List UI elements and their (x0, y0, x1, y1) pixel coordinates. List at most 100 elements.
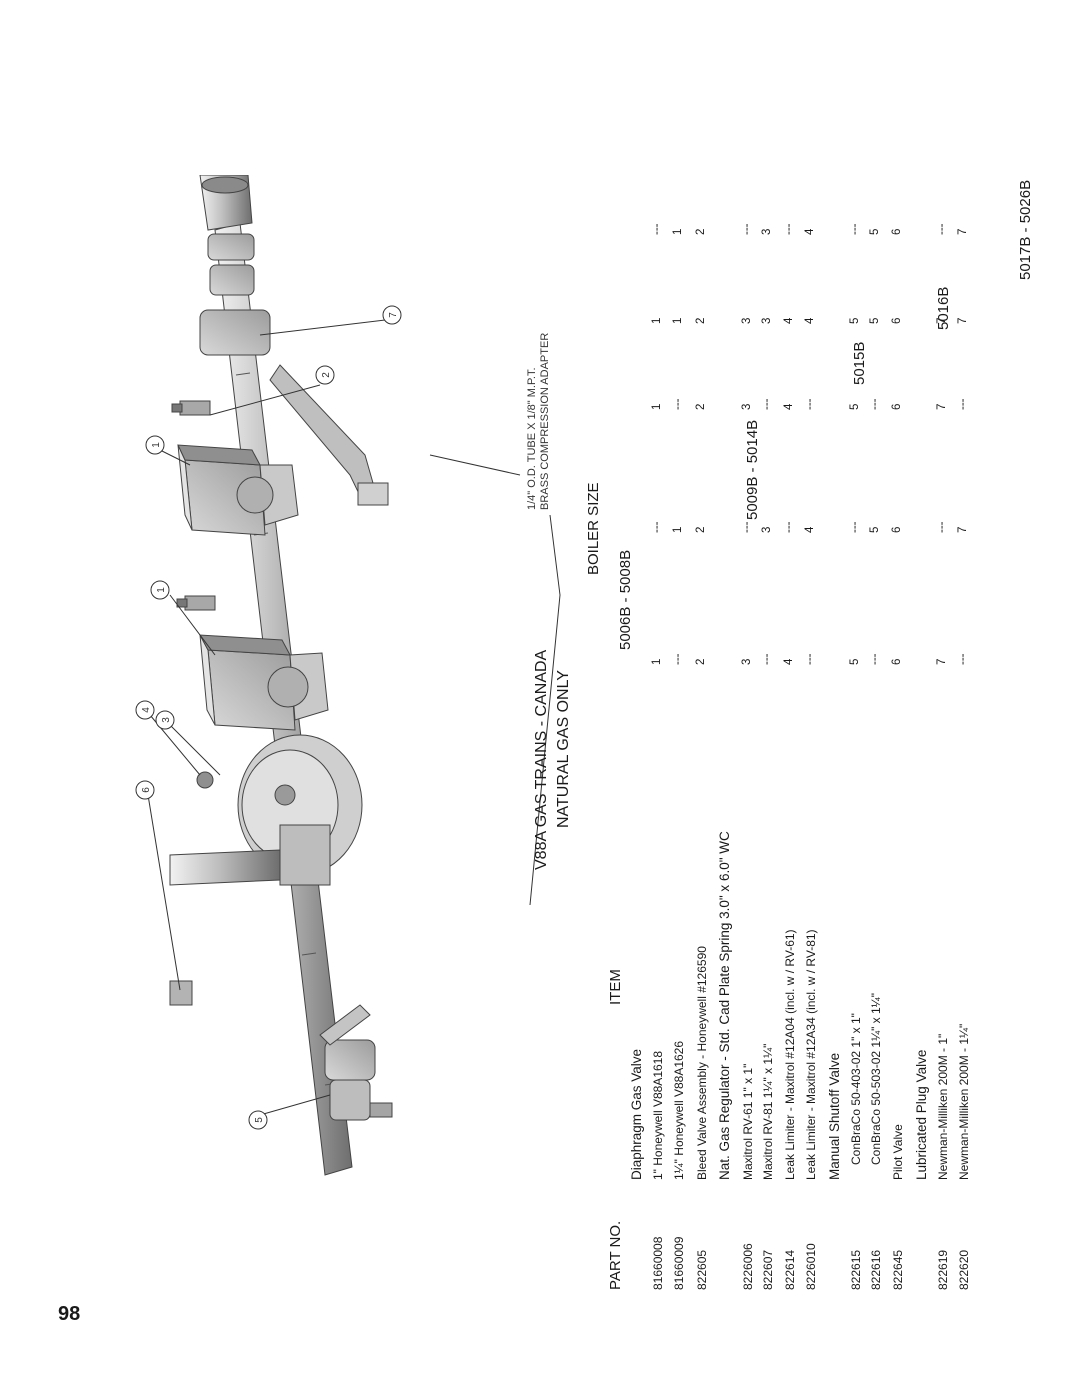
rotated-page-content: 1/4" O.D. TUBE X 1/8" M.P.T. BRASS COMPR… (70, 110, 1034, 1290)
union-fitting (207, 233, 255, 296)
cell-value: --- (804, 653, 816, 666)
cell-value: 5 (849, 403, 861, 410)
title-line-2: NATURAL GAS ONLY (555, 670, 572, 828)
cell-value: --- (849, 521, 861, 534)
cell-value: 1 (672, 317, 684, 324)
gas-valve-lower (199, 634, 329, 731)
cell-value: --- (672, 398, 684, 411)
cell-value: 4 (804, 228, 816, 235)
item-description: Newman-Milliken 200M - 1¼" (957, 1023, 971, 1180)
cell-value: --- (869, 398, 881, 411)
part-number: 8226010 (804, 1243, 818, 1290)
cell-value: --- (783, 223, 795, 236)
cell-value: 1 (651, 317, 663, 324)
inlet-nipple (199, 175, 253, 231)
column-header-1: 5006B - 5008B (617, 549, 634, 650)
item-description: Maxitrol RV-81 1¼" x 1¼" (761, 1043, 775, 1180)
part-number: 822614 (783, 1249, 797, 1290)
cell-value: 7 (936, 317, 948, 324)
cell-value: 3 (741, 658, 753, 665)
callout-3: 3 (161, 717, 172, 723)
item-description: 1" Honeywell V88A1618 (651, 1050, 665, 1180)
cell-value: --- (672, 653, 684, 666)
part-number: 8226006 (741, 1243, 755, 1290)
cell-value: 3 (761, 526, 773, 533)
header-item: ITEM (607, 969, 624, 1005)
cell-value: 4 (804, 317, 816, 324)
callouts (147, 319, 561, 1116)
cell-value: 7 (957, 526, 969, 533)
cell-value: 1 (651, 658, 663, 665)
callout-5: 5 (254, 1117, 265, 1123)
callout-4: 4 (141, 707, 152, 713)
item-description: ConBraCo 50-503-02 1¼" x 1¼" (869, 993, 883, 1165)
cell-value: --- (651, 223, 663, 236)
title-line-1: V88A GAS TRAINS - CANADA (533, 649, 550, 870)
part-number: 822607 (761, 1249, 775, 1290)
cell-value: --- (783, 521, 795, 534)
cell-value: 7 (936, 658, 948, 665)
cell-value: 3 (741, 403, 753, 410)
part-number: 81660009 (672, 1236, 686, 1290)
cell-value: 7 (957, 228, 969, 235)
cell-value: --- (936, 521, 948, 534)
column-header-2: 5009B - 5014B (744, 419, 761, 520)
cell-value: --- (761, 398, 773, 411)
cell-value: --- (804, 398, 816, 411)
cell-value: 7 (936, 403, 948, 410)
group-heading: Nat. Gas Regulator - Std. Cad Plate Spri… (717, 831, 732, 1180)
cell-value: 5 (869, 228, 881, 235)
item-description: Maxitrol RV-61 1" x 1" (741, 1063, 755, 1180)
callout-2: 2 (321, 372, 332, 378)
part-number: 822645 (891, 1249, 905, 1290)
diagram-note-line1: 1/4" O.D. TUBE X 1/8" M.P.T. (526, 367, 538, 510)
group-heading: Diaphragm Gas Valve (629, 1048, 644, 1180)
cell-value: 2 (695, 403, 707, 410)
callout-6: 6 (141, 787, 152, 793)
cell-value: 4 (783, 658, 795, 665)
callout-1-lower: 1 (156, 587, 167, 593)
item-description: Leak Limiter - Maxitrol #12A34 (incl. w … (804, 929, 818, 1180)
diagram-note-line2: BRASS COMPRESSION ADAPTER (539, 333, 551, 510)
cell-value: --- (849, 223, 861, 236)
cell-value: --- (651, 521, 663, 534)
cell-value: 2 (695, 526, 707, 533)
cell-value: 5 (849, 317, 861, 324)
shutoff-valve (319, 1004, 376, 1121)
cell-value: 3 (761, 228, 773, 235)
callout-circles (135, 305, 402, 1130)
callout-1-upper: 1 (151, 442, 162, 448)
group-heading: Manual Shutoff Valve (827, 1052, 842, 1180)
cell-value: 5 (869, 317, 881, 324)
bleed-valve-lower (176, 595, 216, 611)
pilot-valve (169, 980, 393, 1118)
cell-value: 7 (957, 317, 969, 324)
item-description: Newman-Milliken 200M - 1" (936, 1033, 950, 1180)
callout-7: 7 (388, 312, 399, 318)
bleed-valve-upper (171, 400, 211, 416)
pressure-regulator (169, 734, 363, 886)
cell-value: 5 (849, 658, 861, 665)
group-heading: Lubricated Plug Valve (914, 1049, 929, 1180)
column-header-3: 5015B (851, 341, 868, 385)
cell-value: --- (957, 653, 969, 666)
item-description: ConBraCo 50-403-02 1" x 1" (849, 1013, 863, 1165)
part-number: 822619 (936, 1249, 950, 1290)
header-boiler-size: BOILER SIZE (585, 482, 602, 575)
page-number: 98 (58, 1303, 81, 1325)
cell-value: 6 (891, 228, 903, 235)
cell-value: --- (741, 223, 753, 236)
cell-value: --- (761, 653, 773, 666)
cell-value: 6 (891, 403, 903, 410)
cell-value: 3 (741, 317, 753, 324)
cell-value: 2 (695, 658, 707, 665)
plug-valve (199, 309, 389, 506)
cell-value: 5 (869, 526, 881, 533)
cell-value: 2 (695, 317, 707, 324)
cell-value: 4 (783, 317, 795, 324)
cell-value: 4 (783, 403, 795, 410)
cell-value: 3 (761, 317, 773, 324)
item-description: Leak Limiter - Maxitrol #12A04 (incl. w … (783, 929, 797, 1180)
part-number: 822620 (957, 1249, 971, 1290)
gas-train-diagram: 1/4" O.D. TUBE X 1/8" M.P.T. BRASS COMPR… (135, 175, 561, 1176)
